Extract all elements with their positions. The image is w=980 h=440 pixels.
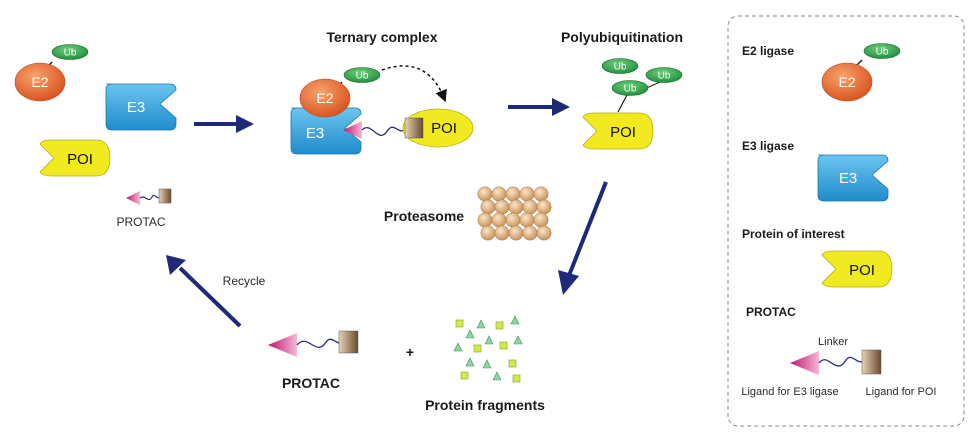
- proteasome-subunit: [519, 212, 535, 228]
- proteasome-subunit: [477, 212, 493, 228]
- plus-sign: +: [406, 344, 414, 360]
- svg-text:E2: E2: [316, 90, 333, 106]
- free-e3-ligase: E3: [105, 83, 177, 131]
- e2-label: E2: [31, 74, 48, 90]
- proteasome-subunit: [533, 186, 549, 202]
- polyubiquitination-title: Polyubiquitination: [561, 29, 683, 45]
- legend-poi-title: Protein of interest: [742, 227, 845, 241]
- recycle-arrow: [166, 255, 242, 328]
- proteasome-subunit: [480, 225, 496, 241]
- legend-ligand-poi-label: Ligand for POI: [866, 386, 937, 398]
- ternary-poi: POI: [402, 108, 474, 148]
- free-poi: POI: [39, 139, 111, 177]
- proteasome-subunit: [522, 199, 538, 215]
- proteasome-subunit: [522, 225, 538, 241]
- polyubiquitinated-poi: Ub Ub Ub POI: [582, 58, 683, 150]
- proteasome-subunit: [533, 212, 549, 228]
- legend-poi-icon: POI: [821, 250, 893, 288]
- ternary-e3: E3: [290, 107, 362, 155]
- svg-text:POI: POI: [431, 120, 457, 137]
- proteasome-subunit: [494, 225, 510, 241]
- legend-e2-icon: Ub E2: [821, 43, 901, 102]
- arrow-to-ternary: [194, 115, 254, 133]
- svg-text:Ub: Ub: [614, 62, 627, 73]
- svg-text:E2: E2: [838, 74, 855, 90]
- proteasome-subunit: [494, 199, 510, 215]
- proteasome-subunit: [508, 225, 524, 241]
- e3-label: E3: [127, 99, 145, 116]
- arrow-to-polyubiquitination: [508, 98, 570, 116]
- ternary-complex: E3 E2 Ub POI: [290, 65, 474, 155]
- ternary-complex-title: Ternary complex: [326, 29, 437, 45]
- legend-protac-title: PROTAC: [746, 305, 796, 319]
- arrow-to-degradation: [558, 181, 608, 295]
- proteasome-subunit: [477, 186, 493, 202]
- protac-molecule-small: [126, 188, 172, 205]
- svg-text:E3: E3: [306, 125, 324, 142]
- proteasome-subunit: [519, 186, 535, 202]
- proteasome-subunit: [505, 186, 521, 202]
- poi-label: POI: [67, 151, 93, 168]
- legend-panel: E2 ligase Ub E2 E3 ligase E3 Protein of …: [727, 15, 965, 427]
- ub-tag: Ub: [51, 44, 89, 60]
- proteasome-subunit: [536, 225, 552, 241]
- svg-text:Ub: Ub: [624, 84, 637, 95]
- legend-e3-icon: E3: [817, 154, 889, 202]
- recycle-label: Recycle: [223, 274, 266, 288]
- svg-text:POI: POI: [610, 124, 636, 141]
- svg-text:Ub: Ub: [356, 71, 369, 82]
- protac-bottom-label: PROTAC: [282, 375, 340, 391]
- proteasome-subunit: [505, 212, 521, 228]
- proteasome-label: Proteasome: [384, 208, 464, 224]
- free-e2-ligase: Ub E2: [14, 44, 89, 102]
- svg-text:Ub: Ub: [876, 47, 889, 58]
- proteasome-subunit: [508, 199, 524, 215]
- svg-text:Ub: Ub: [658, 71, 671, 82]
- ternary-e2: E2: [299, 78, 351, 118]
- ternary-ub: Ub: [343, 67, 381, 83]
- ub-label: Ub: [64, 48, 77, 59]
- legend-linker-label: Linker: [818, 336, 848, 348]
- legend-e3-title: E3 ligase: [742, 139, 794, 153]
- proteasome-subunit: [491, 186, 507, 202]
- recycled-protac: [268, 330, 359, 357]
- proteasome-icon: [477, 186, 552, 241]
- legend-e2-title: E2 ligase: [742, 44, 794, 58]
- legend-protac-icon: [790, 349, 882, 375]
- protein-fragments-label: Protein fragments: [425, 397, 545, 413]
- proteasome-subunit: [480, 199, 496, 215]
- legend-ligand-e3-label: Ligand for E3 ligase: [741, 386, 838, 398]
- protein-fragments-icon: [453, 315, 523, 383]
- svg-text:POI: POI: [849, 262, 875, 279]
- proteasome-subunit: [491, 212, 507, 228]
- svg-text:E3: E3: [839, 170, 857, 187]
- proteasome-subunit: [536, 199, 552, 215]
- protac-small-label: PROTAC: [116, 215, 165, 229]
